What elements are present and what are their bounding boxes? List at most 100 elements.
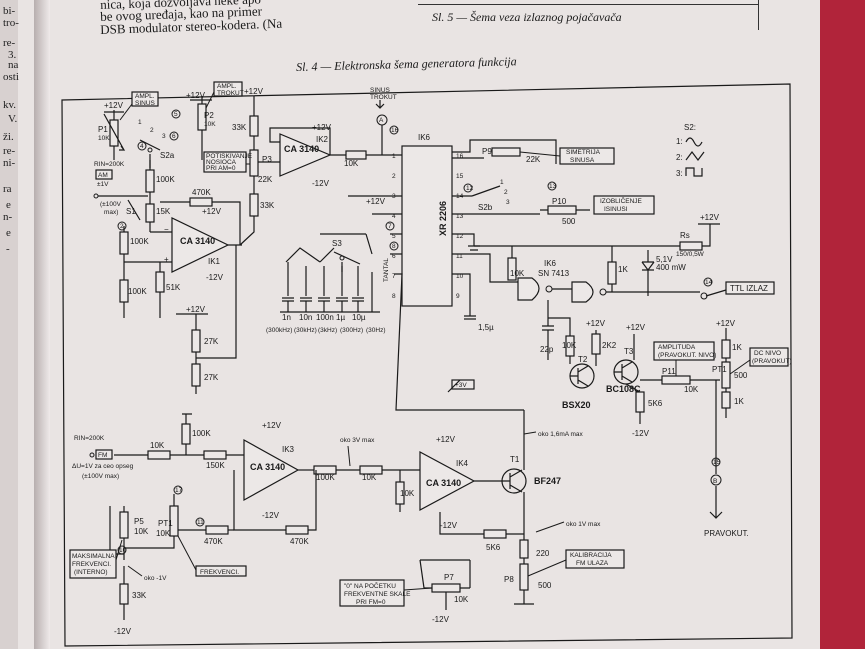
margin-text-16: -	[6, 243, 10, 255]
svg-text:27K: 27K	[204, 337, 219, 346]
svg-text:(30Hz): (30Hz)	[366, 327, 386, 334]
switch-s3: S3	[332, 239, 361, 272]
svg-text:B: B	[713, 478, 717, 485]
svg-text:AMPLITUDA: AMPLITUDA	[658, 344, 696, 351]
svg-text:(PRAVOKUT): (PRAVOKUT)	[752, 358, 792, 365]
svg-text:2: 2	[120, 223, 124, 230]
svg-text:P3: P3	[262, 155, 272, 164]
pot-pt1: PT1 10K	[156, 505, 179, 538]
svg-text:10K: 10K	[204, 121, 216, 128]
svg-text:TTL IZLAZ: TTL IZLAZ	[730, 284, 768, 293]
svg-text:oko 3V max: oko 3V max	[340, 437, 375, 444]
pot-p2: P2 10K	[197, 103, 216, 131]
ampl-trokut-box	[213, 81, 243, 97]
svg-text:P8: P8	[504, 575, 514, 584]
s2-legend: S2: 1: 2: 3:	[676, 123, 705, 178]
svg-text:10K: 10K	[684, 385, 699, 394]
book-page	[18, 0, 830, 649]
svg-text:8: 8	[392, 243, 396, 250]
svg-text:5: 5	[392, 233, 396, 240]
svg-text:5: 5	[174, 111, 178, 118]
svg-text:KALIBRACIJA: KALIBRACIJA	[570, 552, 612, 559]
svg-text:1: 1	[392, 153, 396, 160]
svg-text:±1V: ±1V	[97, 181, 109, 188]
margin-text-13: e	[6, 199, 11, 211]
svg-text:PT1: PT1	[158, 519, 173, 528]
svg-text:9: 9	[456, 293, 460, 300]
svg-text:+12V: +12V	[202, 207, 222, 216]
svg-text:33K: 33K	[260, 201, 275, 210]
svg-text:+12V: +12V	[436, 435, 456, 444]
max-frek-box	[69, 549, 117, 579]
svg-text:-12V: -12V	[432, 615, 450, 624]
svg-text:10K: 10K	[362, 473, 377, 482]
svg-text:RIN=200K: RIN=200K	[74, 435, 105, 442]
svg-text:P1: P1	[98, 125, 108, 134]
ttl-output-box	[725, 281, 775, 295]
svg-text:max): max)	[104, 209, 118, 216]
svg-text:1: 1	[500, 179, 504, 186]
svg-text:5K6: 5K6	[648, 399, 663, 408]
svg-text:AM: AM	[98, 172, 108, 179]
svg-text:1K: 1K	[732, 343, 742, 352]
svg-text:3: 3	[506, 199, 510, 206]
svg-text:oko 1,6mA max: oko 1,6mA max	[538, 431, 584, 438]
svg-text:(±100V: (±100V	[100, 201, 122, 208]
svg-text:P9: P9	[482, 147, 492, 156]
svg-text:12: 12	[466, 185, 474, 192]
svg-text:22K: 22K	[526, 155, 541, 164]
schematic-frame	[61, 83, 793, 647]
svg-text:8: 8	[392, 293, 396, 300]
potiskivanje-box	[203, 151, 247, 173]
switch-s2b: 1 2 3 S2b	[471, 179, 510, 212]
svg-text:(±100V max): (±100V max)	[82, 473, 119, 480]
margin-text-15: e	[6, 227, 11, 239]
svg-text:AMPL.: AMPL.	[217, 83, 237, 90]
svg-text:T2: T2	[578, 355, 588, 364]
svg-text:4: 4	[392, 213, 396, 220]
pot-p8: P9 22K	[482, 147, 541, 164]
margin-text-5: na	[8, 59, 19, 71]
opamp-ik4: CA 3140 IK4	[419, 450, 476, 512]
svg-text:-12V: -12V	[632, 429, 650, 438]
svg-text:16: 16	[456, 153, 464, 160]
svg-text:BC108C: BC108C	[606, 384, 641, 394]
svg-text:RIN=200K: RIN=200K	[94, 161, 125, 168]
svg-text:P10: P10	[552, 197, 567, 206]
svg-text:TANTAL: TANTAL	[383, 258, 390, 282]
opamp-ik2: CA 3140 IK2	[279, 133, 332, 177]
svg-text:-12V: -12V	[440, 521, 458, 530]
dc-nivo-box	[749, 347, 789, 367]
svg-text:500: 500	[734, 371, 748, 380]
svg-text:XR 2206: XR 2206	[438, 201, 448, 236]
margin-text-1: bi-	[3, 5, 16, 17]
margin-text-4: 3.	[8, 49, 17, 61]
svg-text:3:: 3:	[676, 169, 683, 178]
svg-text:BF247: BF247	[534, 476, 561, 486]
svg-text:+: +	[164, 255, 169, 264]
svg-text:TROKUT: TROKUT	[370, 94, 397, 101]
svg-text:7: 7	[388, 223, 392, 230]
svg-text:1µ: 1µ	[336, 313, 345, 322]
svg-text:150/0,5W: 150/0,5W	[676, 251, 705, 258]
svg-text:17: 17	[175, 487, 183, 494]
margin-text-10: re-	[3, 145, 16, 157]
ic-xr2206: IK6 XR 2206 1 2 3 4 5 6 7 8 16 15 14 13 …	[392, 133, 464, 307]
svg-text:15: 15	[456, 173, 464, 180]
svg-text:10K: 10K	[400, 489, 415, 498]
svg-text:AMPL.: AMPL.	[135, 93, 155, 100]
ampl-sinus-box	[131, 91, 159, 107]
svg-text:IK6: IK6	[418, 133, 431, 142]
svg-text:−: −	[164, 225, 169, 234]
right-figure-caption: Sl. 5 — Šema veza izlaznog pojačavača	[432, 10, 622, 24]
svg-text:IZOBLIČENJE: IZOBLIČENJE	[600, 196, 643, 205]
margin-text-8: V.	[8, 113, 18, 125]
margin-text-2: tro-	[3, 17, 19, 29]
svg-text:P11: P11	[662, 367, 676, 376]
svg-text:+12V: +12V	[104, 101, 124, 110]
svg-text:CA 3140: CA 3140	[426, 478, 461, 488]
timing-capacitors: 1n 10n 100n 1µ 10µ (300kHz) (30kHz) (3kH…	[266, 258, 390, 334]
svg-text:15K: 15K	[156, 207, 171, 216]
svg-text:SINUSA: SINUSA	[570, 157, 595, 164]
svg-text:100K: 100K	[130, 237, 149, 246]
